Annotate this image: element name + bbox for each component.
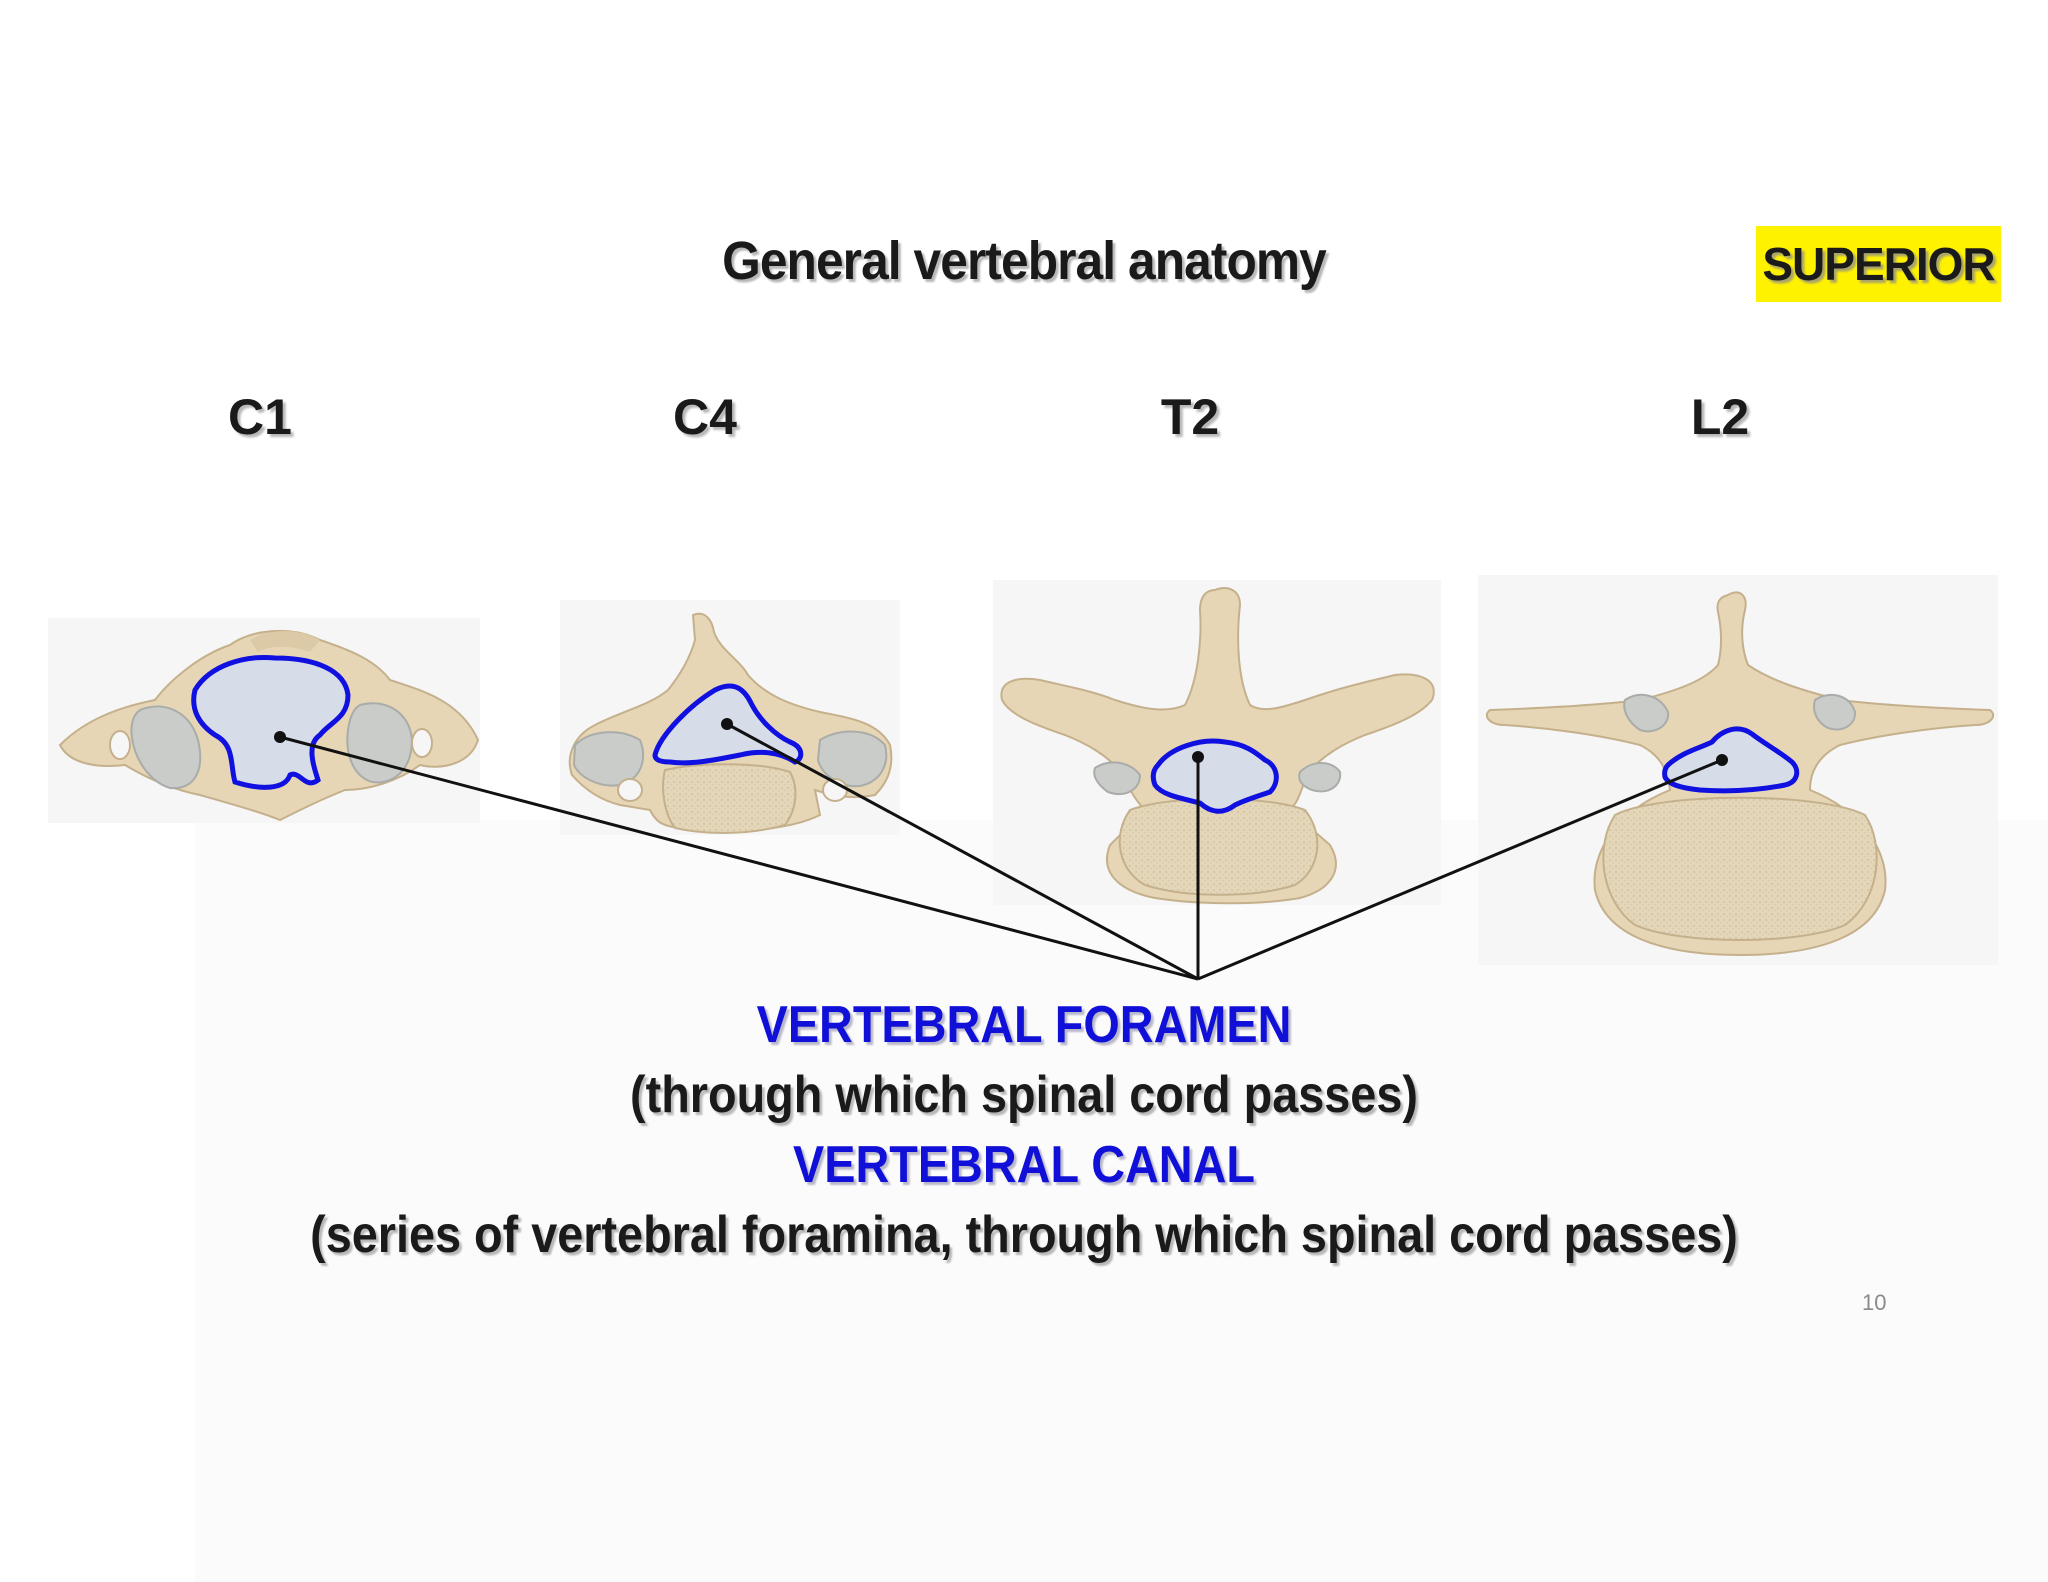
leader-line-l2 (1197, 758, 1723, 981)
leader-lines (279, 722, 1723, 981)
page-number: 10 (1862, 1290, 1887, 1315)
leader-line-c4 (726, 722, 1199, 981)
leader-line-c1 (279, 735, 1199, 981)
foramen-point-c4 (721, 718, 733, 730)
vertebra-label-l2: L2 (1690, 389, 1750, 445)
foramen-point-c1 (274, 731, 286, 743)
view-badge: SUPERIOR (1756, 226, 2001, 302)
vertebra-label-c4: C4 (673, 389, 737, 445)
desc-vertebral-canal: (series of vertebral foramina, through w… (310, 1206, 1738, 1264)
vertebra-label-t2: T2 (1160, 389, 1220, 445)
l2-vertebra (1485, 591, 1995, 957)
vertebra-label-c1: C1 (228, 389, 292, 445)
foramen-point-t2 (1192, 751, 1204, 763)
term-vertebral-canal: VERTEBRAL CANAL (793, 1136, 1255, 1194)
slide-title: General vertebral anatomy (722, 231, 1327, 291)
foramen-point-l2 (1716, 754, 1728, 766)
desc-vertebral-foramen: (through which spinal cord passes) (630, 1066, 1418, 1124)
foramen-points (274, 718, 1728, 766)
term-vertebral-foramen: VERTEBRAL FORAMEN (756, 996, 1292, 1054)
t2-vertebra (1000, 587, 1435, 905)
c1-vertebra (58, 629, 480, 822)
